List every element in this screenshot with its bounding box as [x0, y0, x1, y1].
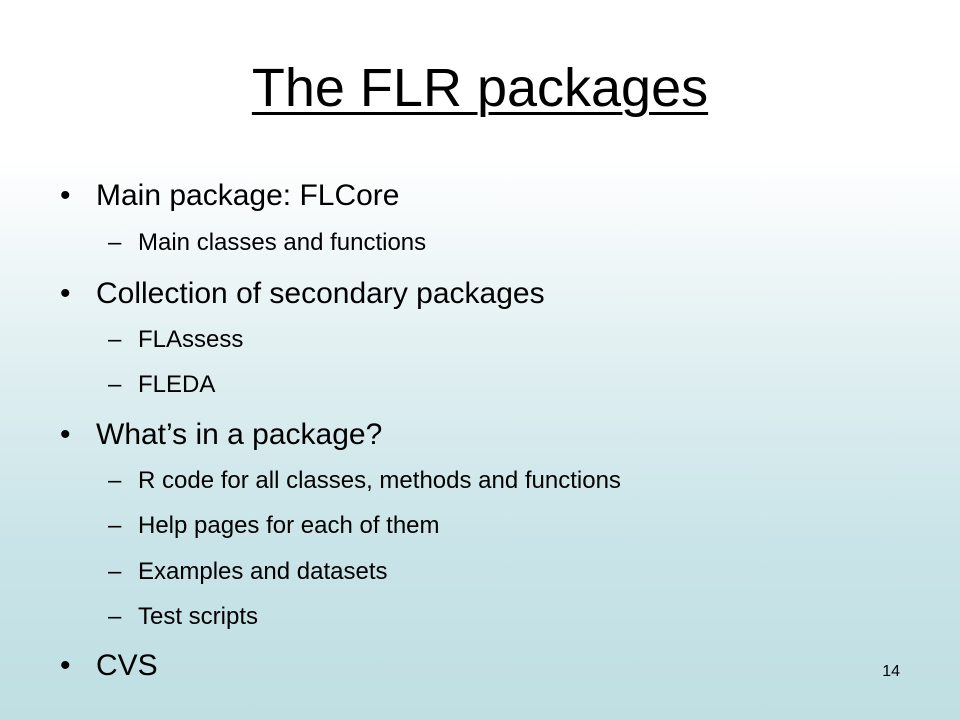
sub-bullet-text: FLEDA — [138, 371, 216, 398]
sub-bullet-marker: – — [108, 229, 122, 256]
sub-bullet-item: –Examples and datasets — [108, 557, 387, 587]
bullet-item: • CVS — [60, 648, 158, 684]
sub-bullet-text: Examples and datasets — [138, 558, 388, 585]
bullet-text: CVS — [96, 649, 158, 682]
sub-bullet-text: Help pages for each of them — [138, 512, 440, 539]
bullet-marker: • — [60, 179, 71, 212]
slide-title: The FLR packages — [251, 58, 709, 118]
sub-bullet-text: FLAssess — [138, 326, 244, 353]
sub-bullet-marker: – — [108, 326, 122, 353]
bullet-marker: • — [60, 649, 71, 682]
sub-bullet-text: Test scripts — [138, 603, 259, 630]
sub-bullet-item: –FLEDA — [108, 370, 215, 400]
bullet-item: • Main package: FLCore — [60, 178, 400, 214]
page-number: 14 — [882, 663, 900, 680]
sub-bullet-marker: – — [108, 603, 122, 630]
sub-bullet-text: R code for all classes, methods and func… — [138, 467, 621, 494]
sub-bullet-marker: – — [108, 558, 122, 585]
sub-bullet-item: –Test scripts — [108, 602, 258, 632]
bullet-item: • Collection of secondary packages — [60, 276, 545, 312]
sub-bullet-marker: – — [108, 512, 122, 539]
bullet-text: What’s in a package? — [96, 418, 383, 451]
sub-bullet-text: Main classes and functions — [138, 229, 427, 256]
bullet-marker: • — [60, 418, 71, 451]
sub-bullet-item: –FLAssess — [108, 325, 243, 355]
bullet-text: Collection of secondary packages — [96, 277, 545, 310]
bullet-text: Main package: FLCore — [96, 179, 400, 212]
sub-bullet-item: –Help pages for each of them — [108, 511, 440, 541]
bullet-item: • What’s in a package? — [60, 417, 382, 453]
sub-bullet-marker: – — [108, 371, 122, 398]
sub-bullet-item: –R code for all classes, methods and fun… — [108, 466, 621, 496]
sub-bullet-item: –Main classes and functions — [108, 228, 426, 258]
bullet-marker: • — [60, 277, 71, 310]
sub-bullet-marker: – — [108, 467, 122, 494]
